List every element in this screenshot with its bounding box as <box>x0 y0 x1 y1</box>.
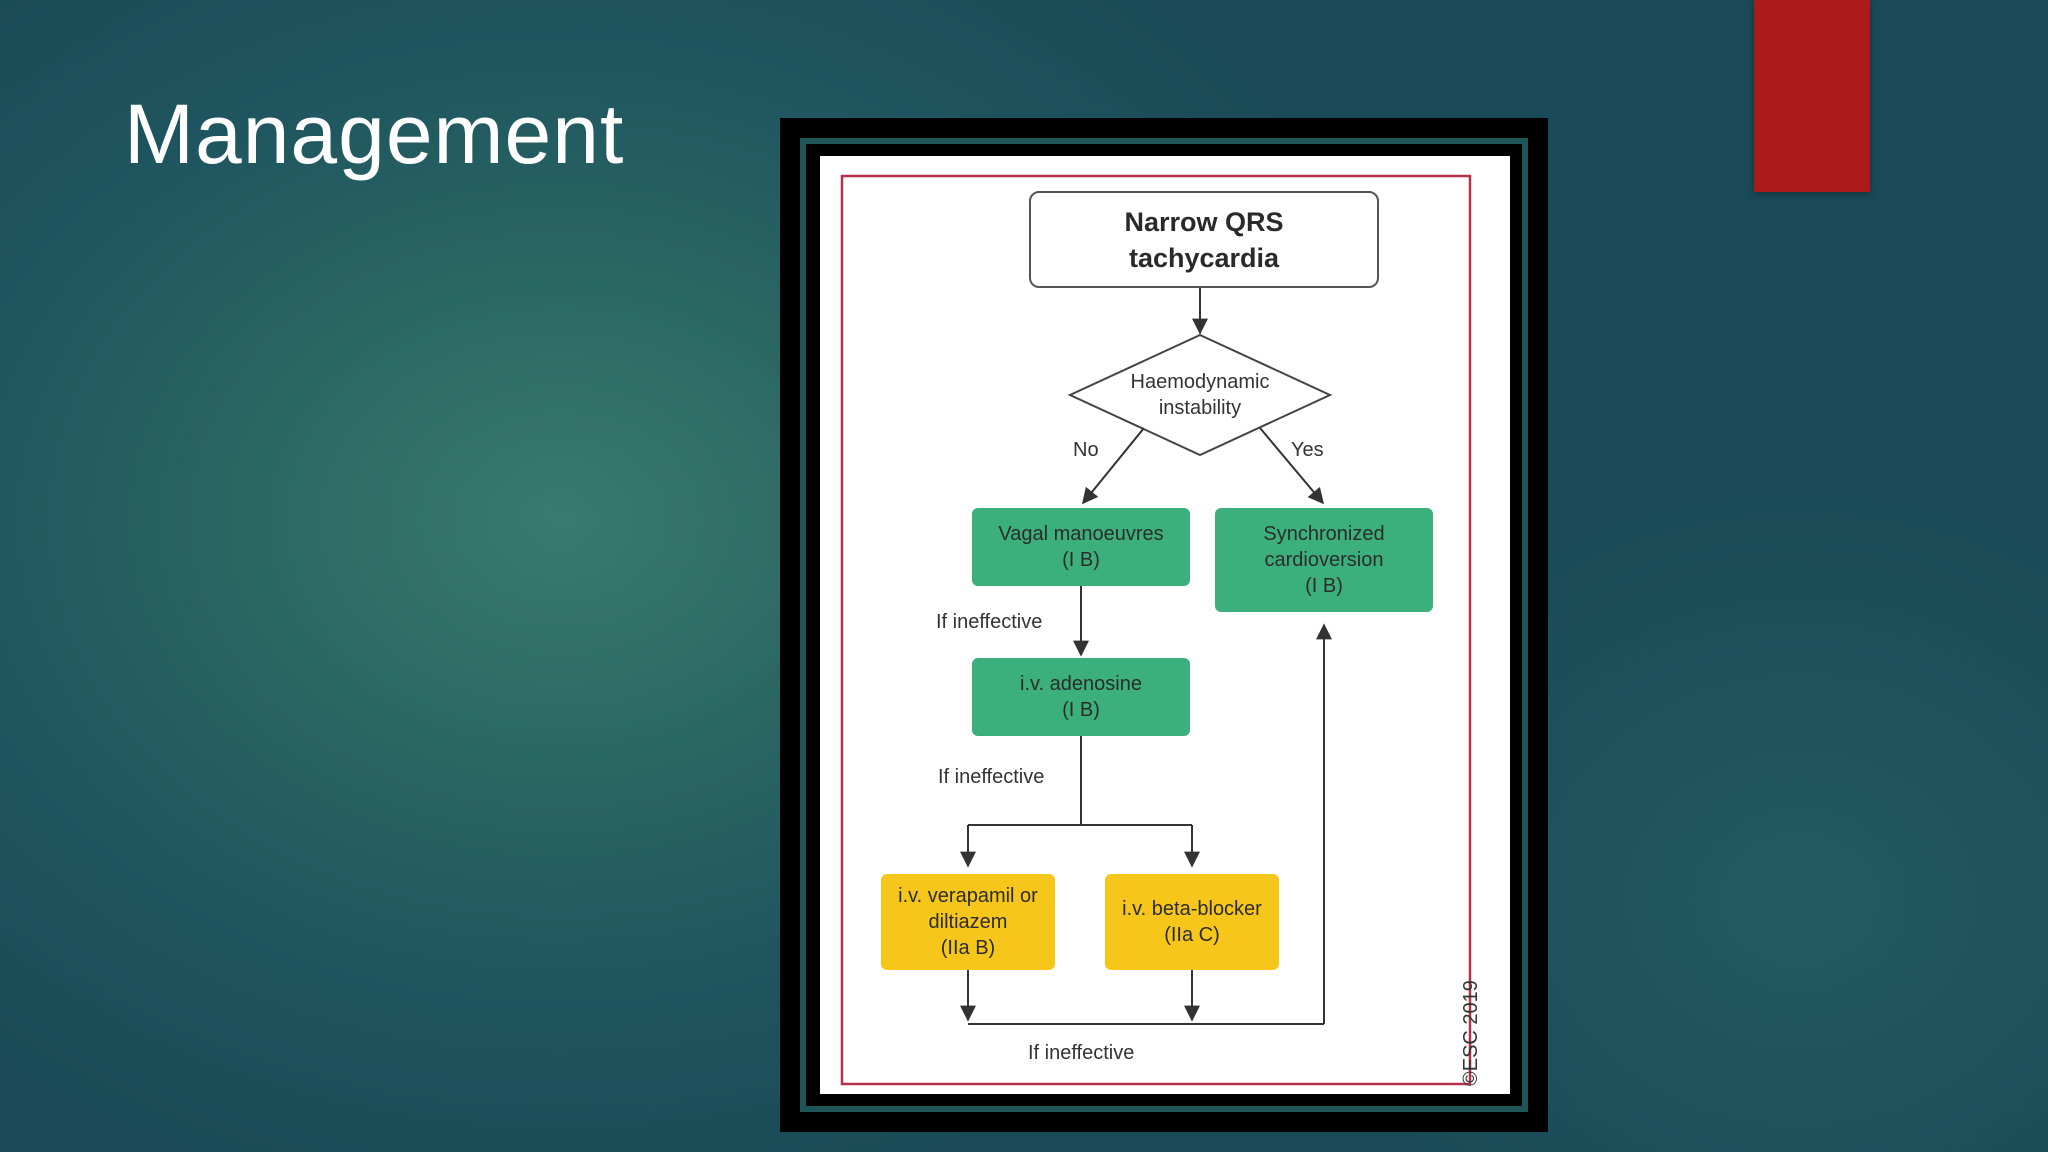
label-if-ineffective-1: If ineffective <box>936 611 1043 633</box>
node-iv-adenosine: i.v. adenosine (I B) <box>972 658 1190 736</box>
node-vagal-line2: (I B) <box>1062 549 1100 571</box>
node-sync-line1: Synchronized <box>1263 523 1385 545</box>
node-verapamil-line1: i.v. verapamil or <box>898 885 1038 907</box>
inner-red-border <box>840 174 1472 1086</box>
node-iv-beta-blocker: i.v. beta-blocker (IIa C) <box>1105 874 1279 970</box>
node-iv-verapamil-diltiazem: i.v. verapamil or diltiazem (IIa B) <box>881 874 1055 970</box>
node-verapamil-line2: diltiazem <box>928 911 1008 933</box>
node-vagal-line1: Vagal manoeuvres <box>998 523 1164 545</box>
node-decision-line2: instability <box>1158 397 1242 419</box>
slide-title: Management <box>124 87 625 181</box>
node-adenosine-line2: (I B) <box>1062 699 1100 721</box>
arrow-yes-to-cardioversion <box>1259 427 1325 505</box>
branch-label-yes: Yes <box>1291 439 1324 461</box>
label-if-ineffective-3: If ineffective <box>1028 1042 1135 1064</box>
accent-bar <box>1754 0 1870 192</box>
node-start-line2: tachycardia <box>1128 242 1280 273</box>
node-verapamil-line3: (IIa B) <box>940 937 996 959</box>
arrow-no-to-vagal <box>1081 427 1145 505</box>
node-synchronized-cardioversion: Synchronized cardioversion (I B) <box>1215 508 1433 612</box>
node-sync-line2: cardioversion <box>1264 549 1384 571</box>
node-sync-line3: (I B) <box>1305 575 1343 597</box>
node-adenosine-line1: i.v. adenosine <box>1020 673 1142 695</box>
branch-label-no: No <box>1073 439 1099 461</box>
decision-diamond <box>1067 333 1333 457</box>
node-beta-line1: i.v. beta-blocker <box>1122 898 1262 920</box>
node-vagal-manoeuvres: Vagal manoeuvres (I B) <box>972 508 1190 586</box>
node-narrow-qrs-tachycardia: Narrow QRS tachycardia <box>1029 191 1379 288</box>
node-beta-line2: (IIa C) <box>1164 924 1220 946</box>
copyright-notice: ©ESC 2019 <box>1460 980 1482 1086</box>
label-if-ineffective-2: If ineffective <box>938 766 1045 788</box>
node-start-line1: Narrow QRS <box>1124 206 1284 237</box>
flowchart: Narrow QRS tachycardia Haemodynamic inst… <box>820 156 1510 1094</box>
node-decision-line1: Haemodynamic <box>1130 371 1270 393</box>
node-haemodynamic-instability: Haemodynamic instability <box>1070 335 1330 455</box>
flowchart-connectors <box>840 174 1472 1086</box>
